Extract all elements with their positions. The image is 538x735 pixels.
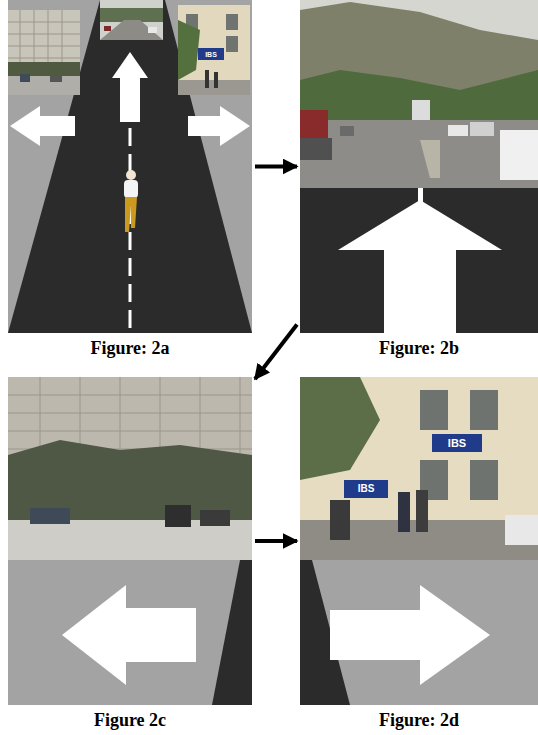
- illustration-part: [470, 460, 498, 500]
- illustration-part: [470, 390, 498, 430]
- illustration-part: [8, 10, 80, 95]
- illustration-part: [20, 10, 21, 70]
- direction-arrows: [10, 52, 250, 146]
- illustration-part: [330, 500, 350, 540]
- illustration-part: [300, 110, 328, 138]
- illustration-part: [214, 72, 218, 88]
- illustration-part: [8, 76, 80, 95]
- flow-arrow: [255, 165, 297, 169]
- ibs-building-thumbnail: [178, 5, 250, 95]
- illustration-part: [20, 74, 30, 82]
- tree: [300, 377, 380, 480]
- illustration-part: [165, 505, 191, 527]
- figure-panel: Figure: 2d: [300, 377, 538, 705]
- illustration-part: [125, 197, 137, 232]
- illustration-part: [200, 510, 230, 526]
- illustration-part: [300, 0, 538, 188]
- illustration-part: [48, 10, 49, 70]
- right-arrow: [330, 585, 490, 685]
- illustration-part: [338, 200, 502, 333]
- illustration-part: [8, 413, 252, 414]
- illustration-part: [200, 377, 201, 460]
- illustration-part: [8, 431, 252, 432]
- illustration-part: [126, 170, 136, 180]
- illustration-part: [8, 22, 80, 23]
- illustration-part: [420, 140, 440, 178]
- illustration-part: [416, 490, 428, 532]
- illustration-part: [8, 377, 252, 560]
- illustration-part: [50, 75, 62, 82]
- illustration-part: [148, 27, 157, 33]
- sign-board: [344, 480, 388, 498]
- sign-text: IBS: [448, 438, 466, 449]
- sign-board: [198, 48, 224, 60]
- illustration-part: [104, 26, 111, 31]
- illustration-part: [100, 0, 163, 40]
- illustration-part: [178, 20, 200, 80]
- sign-text: IBS: [205, 51, 217, 58]
- illustration-part: [120, 377, 121, 460]
- illustration-part: [8, 560, 252, 705]
- illustration-part: [412, 100, 430, 120]
- illustration-part: [420, 390, 448, 430]
- illustration-part: [300, 560, 538, 705]
- illustration-part: [398, 492, 410, 532]
- illustration-part: [124, 180, 138, 198]
- illustration-part: [340, 126, 354, 136]
- illustration-part: [240, 377, 241, 460]
- panel-2d-art: [300, 377, 538, 705]
- panel-2c-art: [8, 377, 252, 705]
- illustration-part: [8, 395, 252, 396]
- figure-caption: Figure: 2a: [8, 338, 252, 359]
- illustration-part: [8, 58, 80, 59]
- illustration-part: [300, 377, 538, 560]
- figure-panel: Figure: 2b: [300, 0, 538, 333]
- building-thumbnail: [8, 10, 80, 95]
- illustration-part: [470, 122, 494, 136]
- flow-arrow: [255, 539, 297, 543]
- illustration-part: [226, 14, 238, 30]
- figure-caption: Figure: 2b: [300, 338, 538, 359]
- illustration-part: [226, 36, 238, 52]
- illustration-part: [300, 188, 538, 333]
- sign-board: [432, 434, 482, 452]
- illustration-part: [100, 20, 163, 40]
- ground: [8, 0, 252, 333]
- panel-2b-art: [300, 0, 538, 333]
- illustration-part: [8, 46, 80, 47]
- sign-text: IBS: [358, 484, 375, 494]
- illustration-part: [178, 5, 250, 95]
- figure-panel: Figure 2c: [8, 377, 252, 705]
- figure-panel: Figure: 2a: [8, 0, 252, 333]
- illustration-part: [418, 188, 423, 202]
- figure-caption: Figure 2c: [8, 710, 252, 731]
- illustration-part: [8, 10, 80, 70]
- illustration-part: [300, 138, 332, 160]
- illustration-part: [8, 62, 80, 76]
- road: [8, 0, 252, 333]
- illustration-part: [505, 515, 538, 545]
- illustration-part: [100, 8, 163, 22]
- flow-arrow: [255, 325, 297, 379]
- figure-caption: Figure: 2d: [300, 710, 538, 731]
- up-arrow: [112, 52, 148, 122]
- right-arrow: [188, 106, 250, 146]
- illustration-part: [500, 130, 538, 180]
- illustration-part: [62, 10, 63, 70]
- road: [300, 120, 538, 188]
- road-wedge: [212, 560, 252, 705]
- walking-person: [124, 170, 138, 232]
- left-arrow: [10, 106, 75, 146]
- up-arrow: [338, 188, 502, 333]
- road-thumbnail: [100, 0, 163, 40]
- left-arrow: [62, 585, 196, 685]
- illustration-part: [205, 70, 209, 88]
- illustration-part: [34, 10, 35, 70]
- panel-2a-art: [8, 0, 252, 333]
- illustration-part: [8, 34, 80, 35]
- illustration-part: [448, 125, 468, 136]
- illustration-part: [30, 508, 70, 524]
